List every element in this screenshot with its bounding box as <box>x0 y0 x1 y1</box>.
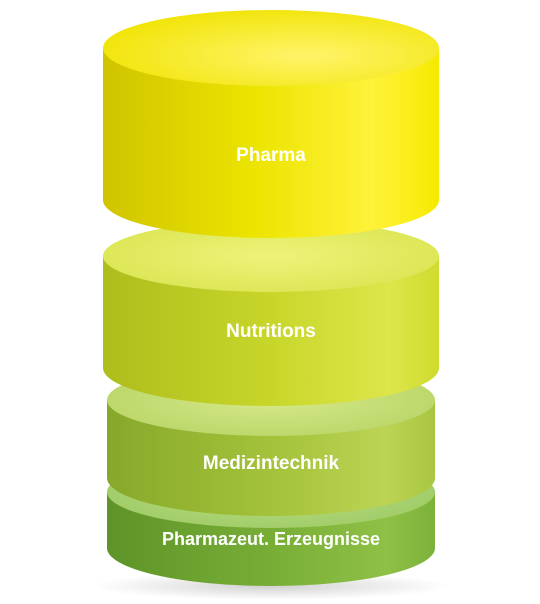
layer-label-medizintechnik: Medizintechnik <box>203 453 340 474</box>
layer-label-pharmazeut-erzeugnisse: Pharmazeut. Erzeugnisse <box>162 529 380 549</box>
layer-pharma: Pharma <box>103 10 439 238</box>
layer-label-nutritions: Nutritions <box>226 321 316 342</box>
layer-nutritions: Nutritions <box>103 220 439 406</box>
layer-label-pharma: Pharma <box>236 145 306 166</box>
